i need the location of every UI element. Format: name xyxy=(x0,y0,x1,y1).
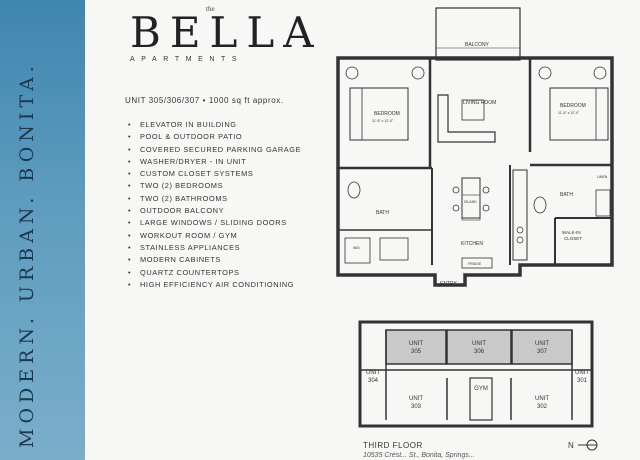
feature-item: • TWO (2) BEDROOMS xyxy=(128,180,301,192)
sofa xyxy=(437,94,496,143)
label-entry: ENTRY xyxy=(440,281,458,287)
feature-item: • COVERED SECURED PARKING GARAGE xyxy=(128,144,301,156)
feature-item: • POOL & OUTDOOR PATIO xyxy=(128,131,301,143)
label-bedroom-right: BEDROOM xyxy=(560,103,586,109)
bullet-icon: • xyxy=(128,206,132,216)
feature-item: • QUARTZ COUNTERTOPS xyxy=(128,267,301,279)
feature-text: WASHER/DRYER - IN UNIT xyxy=(140,156,247,166)
feature-text: QUARTZ COUNTERTOPS xyxy=(140,267,240,277)
label-bath-left: BATH xyxy=(376,210,389,216)
unit-306-box xyxy=(446,329,512,365)
label-kitchen: KITCHEN xyxy=(461,241,483,247)
feature-text: STAINLESS APPLIANCES xyxy=(140,242,241,252)
label-bedroom-left: BEDROOM xyxy=(374,111,400,117)
bullet-icon: • xyxy=(128,156,132,166)
label-walkin: WALK-IN xyxy=(562,230,581,235)
keyplan-outline xyxy=(358,320,594,428)
label-wd: W/D xyxy=(353,246,360,250)
feature-item: • LARGE WINDOWS / SLIDING DOORS xyxy=(128,217,301,229)
unit-info: UNIT 305/306/307 • 1000 sq ft approx. xyxy=(125,96,284,105)
outer-walls xyxy=(336,56,614,287)
bullet-icon: • xyxy=(128,218,132,228)
bullet-icon: • xyxy=(128,169,132,179)
feature-item: • TWO (2) BATHROOMS xyxy=(128,193,301,205)
feature-item: • MODERN CABINETS xyxy=(128,254,301,266)
feature-text: OUTDOOR BALCONY xyxy=(140,206,225,216)
feature-text: HIGH EFFICIENCY AIR CONDITIONING xyxy=(140,279,295,289)
feature-text: MODERN CABINETS xyxy=(140,255,221,265)
bullet-icon: • xyxy=(128,255,132,265)
label-balcony: BALCONY xyxy=(465,42,490,48)
feature-item: • WORKOUT ROOM / GYM xyxy=(128,230,301,242)
unit-307-box xyxy=(511,329,573,365)
bullet-icon: • xyxy=(128,242,132,252)
label-bedroom-right-dims: 11'-6" x 12'-0" xyxy=(558,111,580,115)
feature-item: • CUSTOM CLOSET SYSTEMS xyxy=(128,168,301,180)
sidebar-band xyxy=(0,0,85,460)
label-linen: LINEN xyxy=(597,175,608,179)
bullet-icon: • xyxy=(128,132,132,142)
feature-text: POOL & OUTDOOR PATIO xyxy=(140,132,243,142)
floor-label: THIRD FLOOR xyxy=(363,441,423,450)
gym-box xyxy=(469,377,493,421)
label-fridge: FRIDGE xyxy=(468,262,482,266)
label-living-room: LIVING ROOM xyxy=(463,100,496,106)
feature-text: TWO (2) BATHROOMS xyxy=(140,193,228,203)
label-bath-right: BATH xyxy=(560,192,573,198)
feature-item: • STAINLESS APPLIANCES xyxy=(128,242,301,254)
feature-text: ELEVATOR IN BUILDING xyxy=(140,120,237,129)
unit-305-box xyxy=(385,329,447,365)
feature-item: • ELEVATOR IN BUILDING xyxy=(128,119,301,131)
north-arrow-icon xyxy=(578,439,598,451)
feature-item: • HIGH EFFICIENCY AIR CONDITIONING xyxy=(128,279,301,291)
feature-text: CUSTOM CLOSET SYSTEMS xyxy=(140,169,254,179)
bullet-icon: • xyxy=(128,193,132,203)
kitchen-counter xyxy=(512,169,528,261)
bullet-icon: • xyxy=(128,230,132,240)
logo-title: BELLA xyxy=(130,8,323,57)
feature-text: WORKOUT ROOM / GYM xyxy=(140,230,238,240)
label-closet: CLOSET xyxy=(564,236,582,241)
balcony-outline xyxy=(435,7,521,61)
address-text: 10535 Crest... St., Bonita, Springs... xyxy=(363,452,475,459)
bullet-icon: • xyxy=(128,144,132,154)
bullet-icon: • xyxy=(128,279,132,289)
bullet-icon: • xyxy=(128,181,132,191)
keyplan-gym: GYM xyxy=(474,386,488,392)
logo-subtitle: APARTMENTS xyxy=(130,56,244,63)
bullet-icon: • xyxy=(128,120,132,129)
feature-item: • WASHER/DRYER - IN UNIT xyxy=(128,156,301,168)
kitchen-island xyxy=(461,194,481,221)
feature-text: COVERED SECURED PARKING GARAGE xyxy=(140,144,302,154)
label-bedroom-left-dims: 11'-6" x 12'-0" xyxy=(372,119,394,123)
feature-text: TWO (2) BEDROOMS xyxy=(140,181,224,191)
bullet-icon: • xyxy=(128,267,132,277)
feature-item: • OUTDOOR BALCONY xyxy=(128,205,301,217)
label-island: ISLAND xyxy=(464,200,477,204)
north-label: N xyxy=(568,441,574,450)
feature-text: LARGE WINDOWS / SLIDING DOORS xyxy=(140,218,287,228)
feature-list: • ELEVATOR IN BUILDING • POOL & OUTDOOR PAT… xyxy=(128,119,301,291)
logo-the: the xyxy=(206,5,215,13)
